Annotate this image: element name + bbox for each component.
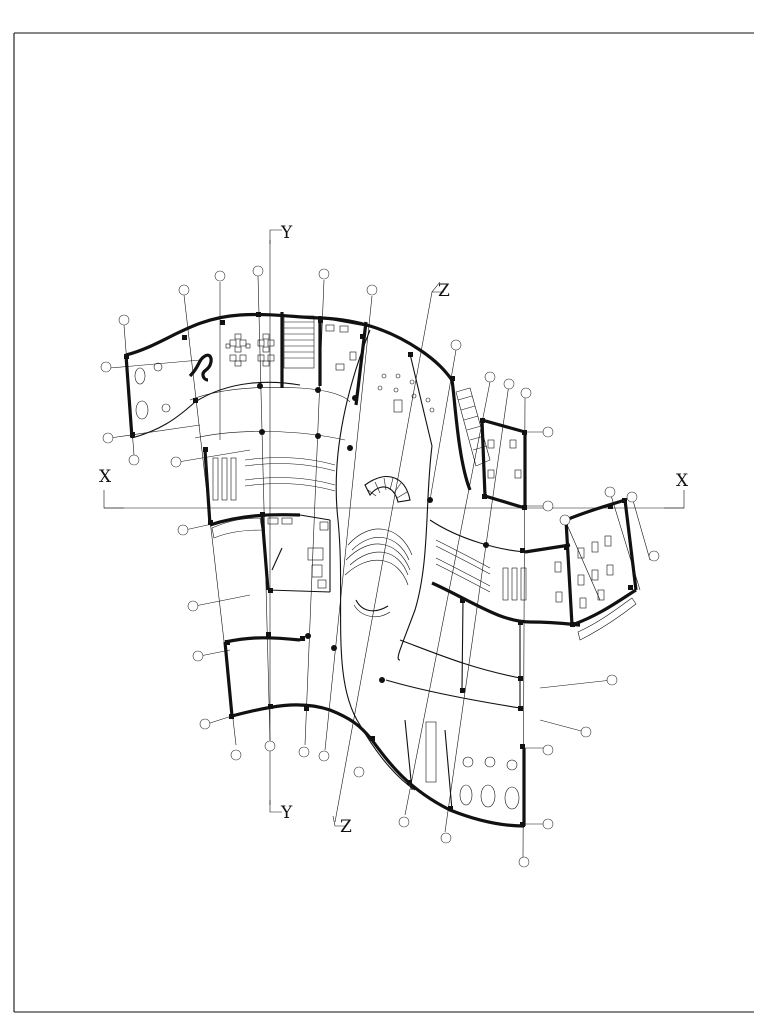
structural-columns — [124, 312, 633, 827]
section-y-top-label: Y — [280, 223, 293, 243]
section-x-left-label: X — [99, 467, 112, 487]
grid-bubbles — [100, 265, 660, 868]
staircases — [211, 315, 637, 641]
section-x-right-label: X — [676, 471, 689, 491]
section-z-top-label: Z — [438, 281, 450, 301]
section-y-bottom-label: Y — [280, 803, 293, 823]
furniture — [134, 324, 614, 810]
section-lines — [103, 229, 685, 827]
sheet-border — [13, 32, 754, 1013]
section-z-bottom-label: Z — [340, 817, 352, 837]
